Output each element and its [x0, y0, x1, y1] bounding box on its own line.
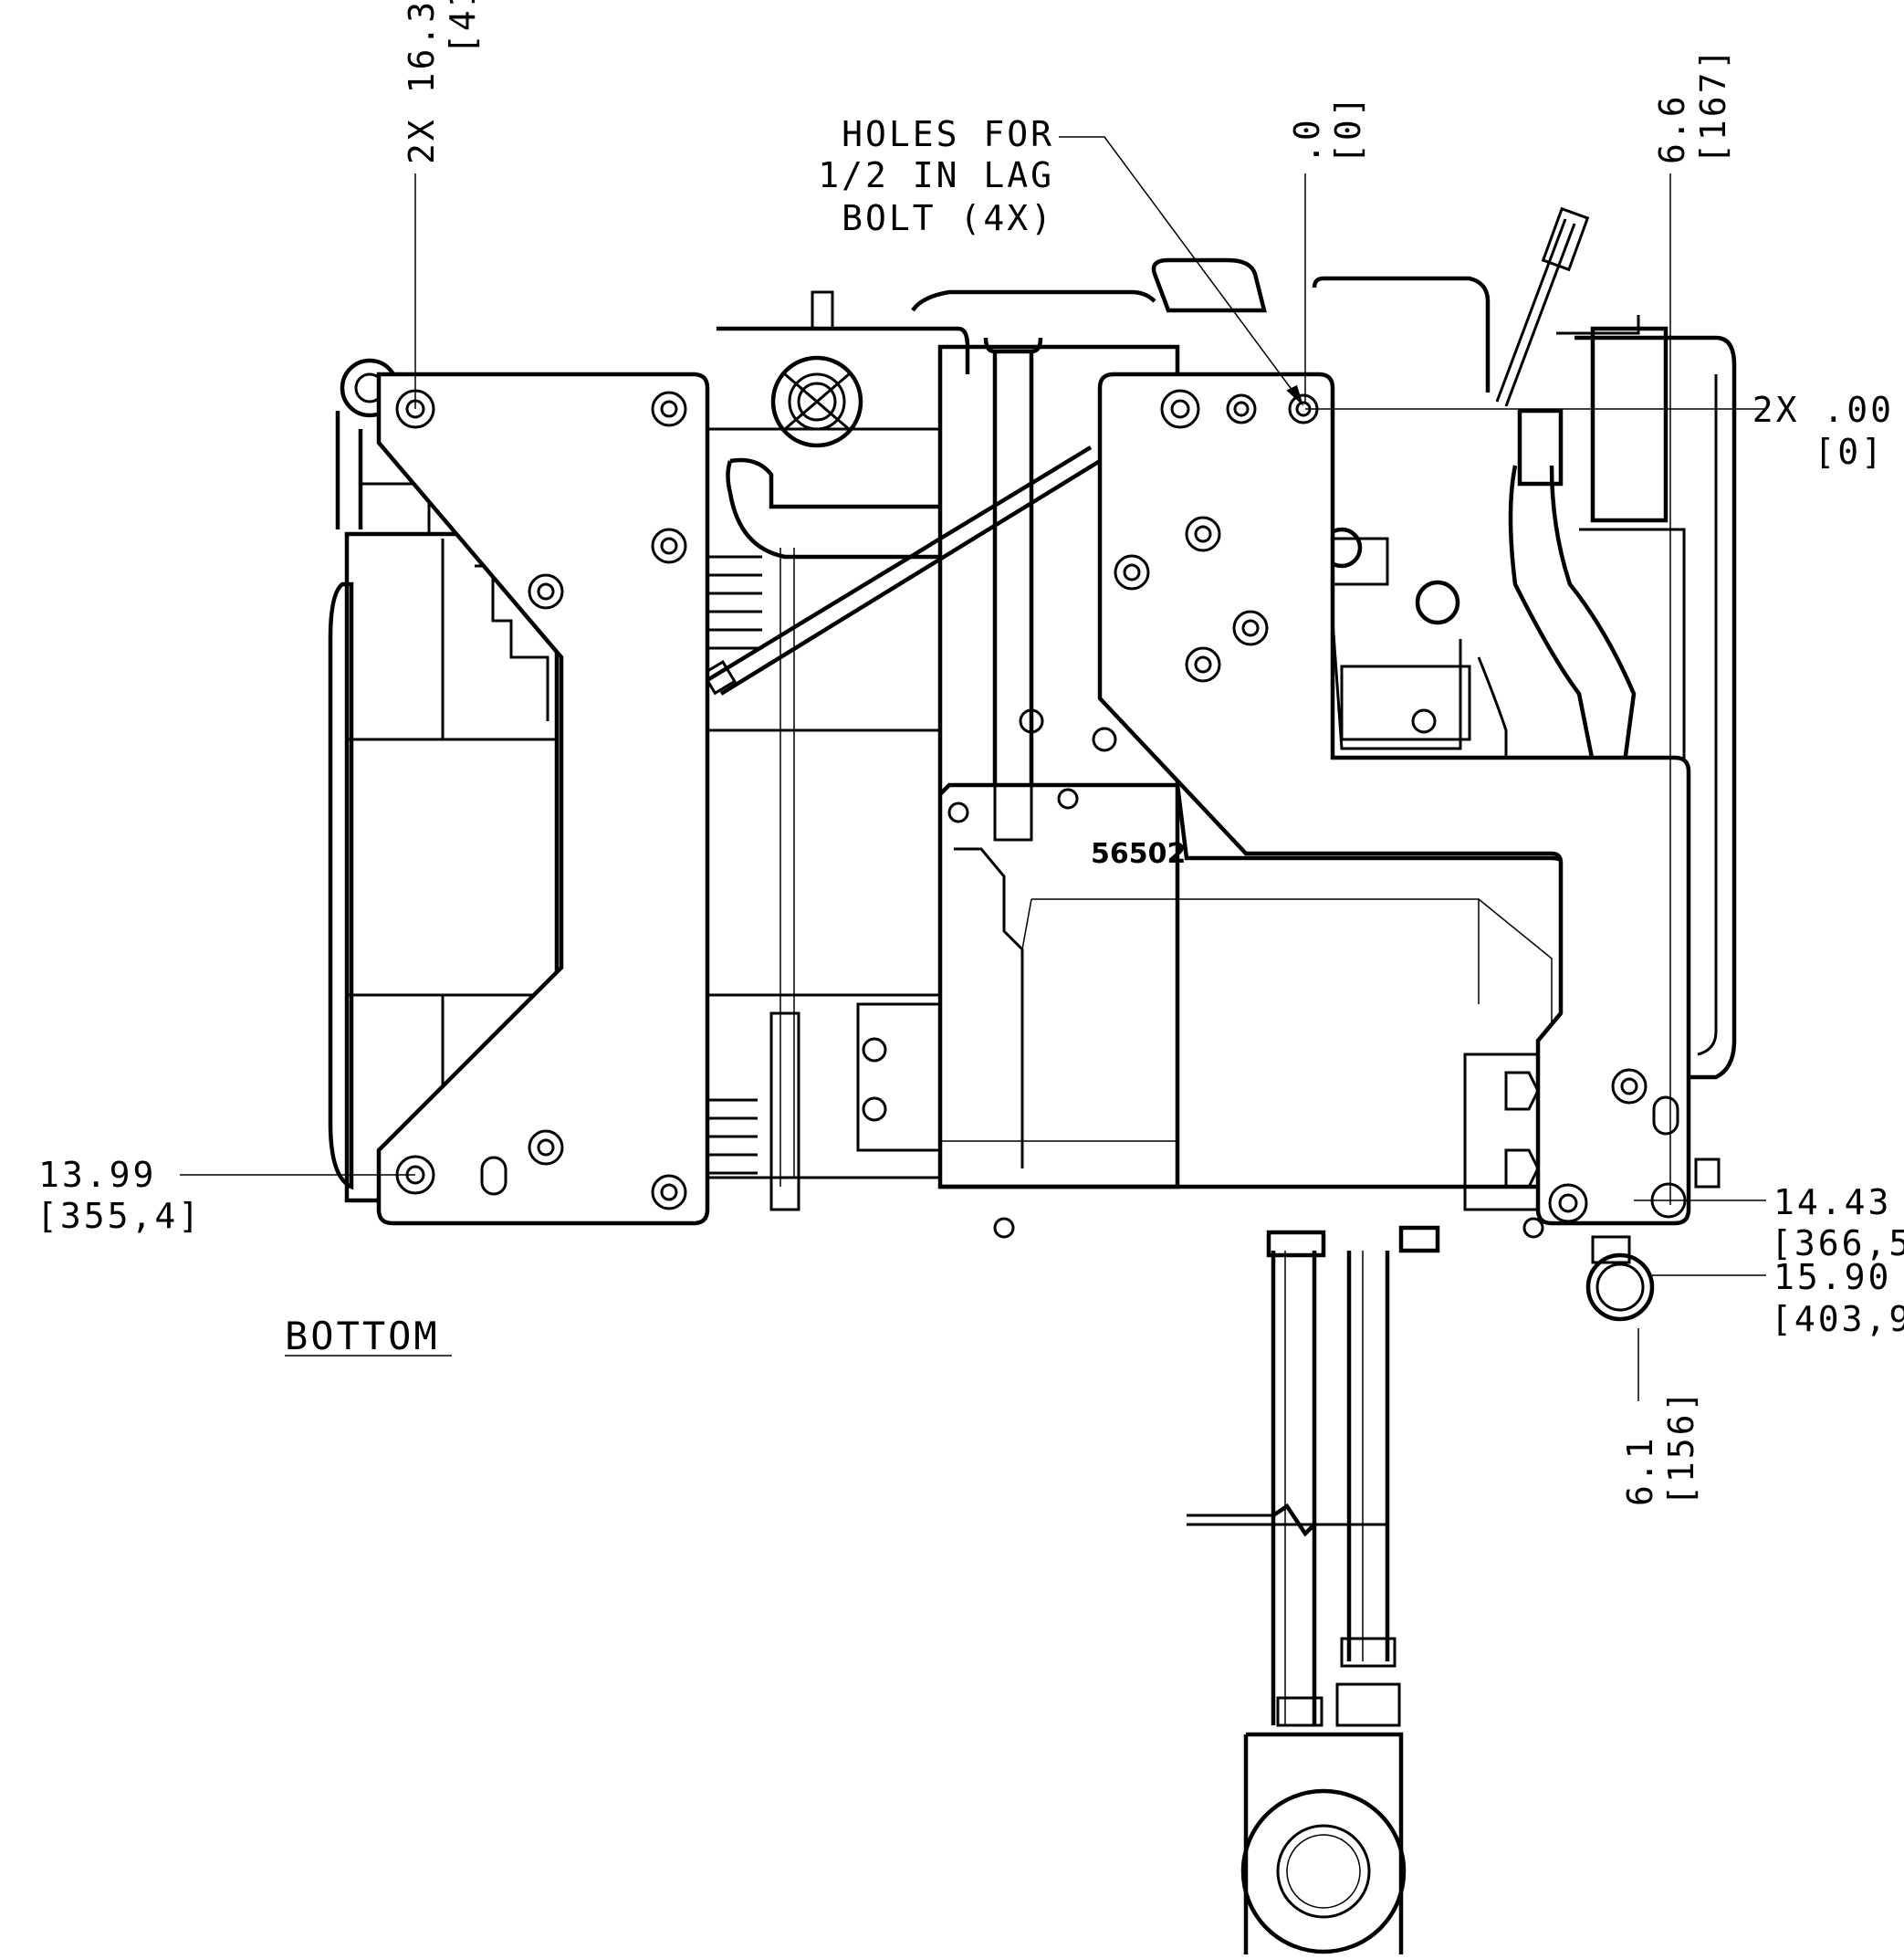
dim-right-a-line2: [366,5]	[1771, 1223, 1904, 1263]
oil-drain-lines	[1187, 1225, 1440, 1954]
view-label: BOTTOM	[285, 1314, 440, 1358]
dim-right-b-line2: [403,9]	[1771, 1299, 1904, 1339]
dim-bottom-right: 6.1 [156]	[1620, 1388, 1701, 1506]
svg-text:.0: .0	[1287, 117, 1327, 164]
svg-text:[0]: [0]	[1328, 93, 1368, 164]
right-mounting-plate	[1097, 372, 1691, 1226]
svg-text:[156]: [156]	[1661, 1388, 1701, 1506]
part-number: 56502	[1091, 838, 1186, 870]
svg-text:2X 16.3: 2X 16.3	[402, 0, 442, 164]
dim-right-zero-line1: 2X .00	[1752, 390, 1894, 430]
left-mounting-plate	[376, 372, 710, 1226]
svg-text:[413]: [413]	[443, 0, 483, 55]
dim-top-zero: .0 [0]	[1287, 93, 1368, 164]
svg-text:6.1: 6.1	[1620, 1435, 1660, 1506]
dimension-lines	[180, 136, 1766, 1401]
dim-top-left: 2X 16.3 [413]	[402, 0, 483, 164]
holes-note-line3: BOLT (4X)	[842, 198, 1054, 238]
dim-right-a-line1: 14.43	[1773, 1182, 1891, 1222]
dim-right-b-line1: 15.90	[1773, 1257, 1891, 1297]
holes-note-line1: HOLES FOR	[842, 114, 1054, 154]
dim-left-mid-line2: [355,4]	[37, 1196, 202, 1236]
holes-note-line2: 1/2 IN LAG	[818, 155, 1054, 195]
svg-text:[167]: [167]	[1693, 47, 1733, 164]
dim-right-zero-line2: [0]	[1814, 432, 1885, 472]
dim-left-mid-line1: 13.99	[38, 1155, 156, 1195]
dim-top-right: 6.6 [167]	[1652, 47, 1733, 164]
svg-text:6.6: 6.6	[1652, 93, 1692, 164]
right-plate-holes	[1114, 389, 1687, 1223]
